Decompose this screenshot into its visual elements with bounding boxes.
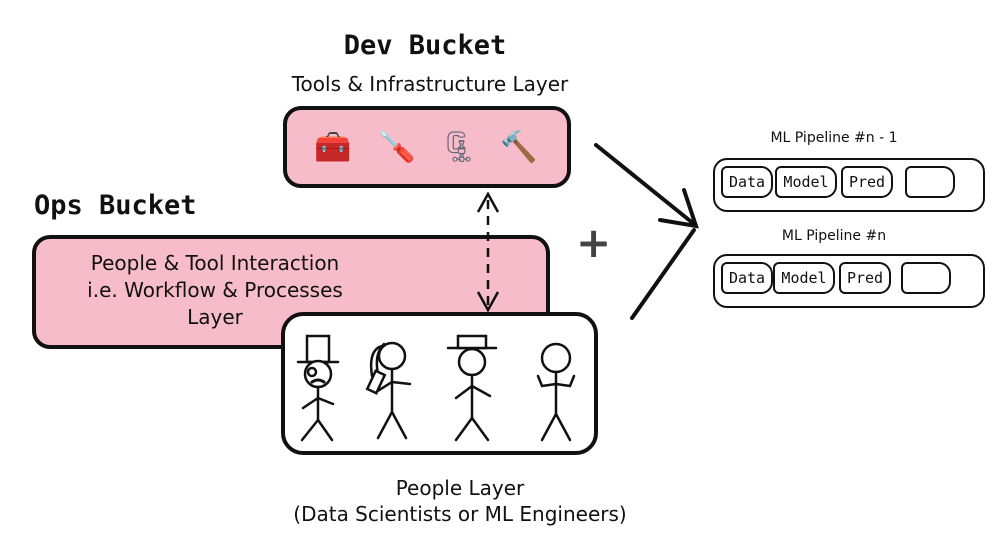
pipeline-1-label: ML Pipeline #n - 1 bbox=[770, 130, 898, 146]
plus-sign: + bbox=[576, 218, 612, 267]
converging-arrows bbox=[594, 143, 699, 320]
pipeline-1-stage-model: Model bbox=[775, 166, 837, 198]
workflow-layer-label: People & Tool Interaction i.e. Workflow … bbox=[50, 250, 380, 331]
people-layer-title: People Layer bbox=[395, 476, 525, 500]
tools-layer-box: 🧰 🪛 🗜 🔨 bbox=[283, 106, 571, 188]
pipeline-2: Data Model Pred bbox=[713, 254, 985, 308]
dev-bucket-title: Dev Bucket bbox=[343, 30, 507, 61]
workflow-layer-line2: i.e. Workflow & Processes bbox=[87, 278, 343, 302]
pipeline-1: Data Model Pred bbox=[713, 158, 985, 212]
pipeline-1-stage-pred: Pred bbox=[841, 166, 893, 198]
people-layer-subtitle: (Data Scientists or ML Engineers) bbox=[293, 502, 627, 526]
stick-figure-monocle bbox=[296, 334, 340, 442]
toolbox-icon: 🧰 bbox=[314, 130, 352, 165]
pipeline-2-stage-empty bbox=[901, 262, 951, 294]
ops-bucket-title: Ops Bucket bbox=[34, 190, 197, 221]
tools-layer-label: Tools & Infrastructure Layer bbox=[291, 72, 569, 96]
hammer-icon: 🔨 bbox=[500, 130, 538, 165]
pipeline-1-stage-empty bbox=[905, 166, 955, 198]
stick-figure-fedora bbox=[446, 334, 498, 442]
dashed-double-arrow bbox=[476, 191, 500, 313]
people-layer-box bbox=[281, 312, 598, 455]
workflow-layer-line1: People & Tool Interaction bbox=[90, 251, 340, 275]
stick-figure-shrug bbox=[536, 342, 576, 442]
clamp-icon: 🗜 bbox=[439, 130, 479, 165]
pipeline-2-stage-data: Data bbox=[721, 262, 773, 294]
stick-figure-ponytail bbox=[365, 341, 412, 440]
workflow-layer-line3: Layer bbox=[187, 305, 243, 329]
pipeline-2-label: ML Pipeline #n bbox=[781, 228, 887, 244]
pipeline-2-stage-pred: Pred bbox=[839, 262, 891, 294]
pipeline-2-stage-model: Model bbox=[773, 262, 835, 294]
pipeline-1-stage-data: Data bbox=[721, 166, 773, 198]
screwdriver-icon: 🪛 bbox=[378, 130, 416, 165]
